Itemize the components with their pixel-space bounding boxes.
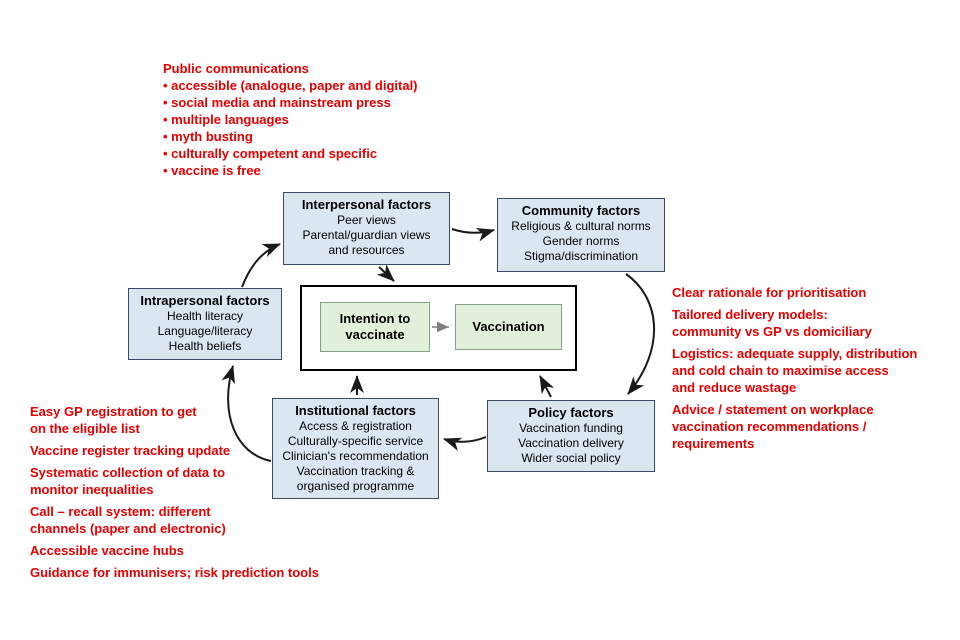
bottom-left-note-1: Easy GP registration to get on the eligi… bbox=[30, 404, 197, 436]
community-factors-body: Religious & cultural norms Gender norms … bbox=[511, 219, 651, 263]
intrapersonal-factors-title: Intrapersonal factors bbox=[140, 293, 270, 308]
bottom-left-note-6: Guidance for immunisers; risk prediction… bbox=[30, 565, 319, 580]
public-communications-note: Public communications • accessible (anal… bbox=[163, 60, 523, 179]
vaccination-box: Vaccination bbox=[455, 304, 562, 350]
bottom-left-note-4: Call – recall system: different channels… bbox=[30, 504, 226, 536]
arrow-community-to-policy bbox=[625, 273, 656, 395]
public-communications-bullet-5: • culturally competent and specific bbox=[163, 146, 378, 161]
intrapersonal-factors-body: Health literacy Language/literacy Health… bbox=[157, 309, 253, 353]
public-communications-bullet-6: • vaccine is free bbox=[163, 163, 261, 178]
public-communications-title: Public communications bbox=[163, 61, 309, 76]
right-note-2: Tailored delivery models: community vs G… bbox=[672, 307, 872, 339]
community-factors-title: Community factors bbox=[521, 203, 641, 218]
vaccination-label: Vaccination bbox=[472, 319, 545, 334]
interpersonal-factors-title: Interpersonal factors bbox=[301, 197, 432, 212]
intention-to-vaccinate-label: Intention to vaccinate bbox=[339, 311, 411, 342]
institutional-factors-box: Institutional factors Access & registrat… bbox=[272, 398, 439, 499]
arrow-interpersonal-to-outcome bbox=[376, 264, 395, 282]
right-note-3: Logistics: adequate supply, distribution… bbox=[672, 346, 918, 395]
right-note-4: Advice / statement on workplace vaccinat… bbox=[672, 402, 874, 451]
interpersonal-factors-body: Peer views Parental/guardian views and r… bbox=[302, 213, 431, 257]
bottom-left-note-3: Systematic collection of data to monitor… bbox=[30, 465, 226, 497]
arrow-policy-to-outcome bbox=[539, 375, 555, 398]
interpersonal-factors-box: Interpersonal factors Peer views Parenta… bbox=[283, 192, 450, 265]
right-note-1: Clear rationale for prioritisation bbox=[672, 285, 867, 300]
policy-factors-box: Policy factors Vaccination funding Vacci… bbox=[487, 400, 655, 472]
public-communications-bullet-1: • accessible (analogue, paper and digita… bbox=[163, 78, 418, 93]
institutional-factors-title: Institutional factors bbox=[295, 403, 416, 418]
public-communications-bullet-2: • social media and mainstream press bbox=[163, 95, 391, 110]
bottom-left-note-2: Vaccine register tracking update bbox=[30, 443, 231, 458]
right-notes: Clear rationale for prioritisation Tailo… bbox=[672, 284, 960, 457]
bottom-left-note-5: Accessible vaccine hubs bbox=[30, 543, 184, 558]
intrapersonal-factors-box: Intrapersonal factors Health literacy La… bbox=[128, 288, 282, 360]
bottom-left-notes: Easy GP registration to get on the eligi… bbox=[30, 403, 390, 586]
arrow-interpersonal-to-community bbox=[451, 227, 495, 242]
public-communications-bullet-3: • multiple languages bbox=[163, 112, 289, 127]
policy-factors-body: Vaccination funding Vaccination delivery… bbox=[518, 421, 624, 465]
community-factors-box: Community factors Religious & cultural n… bbox=[497, 198, 665, 272]
intention-to-vaccinate-box: Intention to vaccinate bbox=[320, 302, 430, 352]
arrow-intrapersonal-to-interpersonal bbox=[241, 243, 281, 288]
institutional-factors-body: Access & registration Culturally-specifi… bbox=[282, 419, 429, 493]
policy-factors-title: Policy factors bbox=[528, 405, 614, 420]
arrow-policy-to-institutional bbox=[443, 436, 487, 452]
public-communications-bullet-4: • myth busting bbox=[163, 129, 253, 144]
